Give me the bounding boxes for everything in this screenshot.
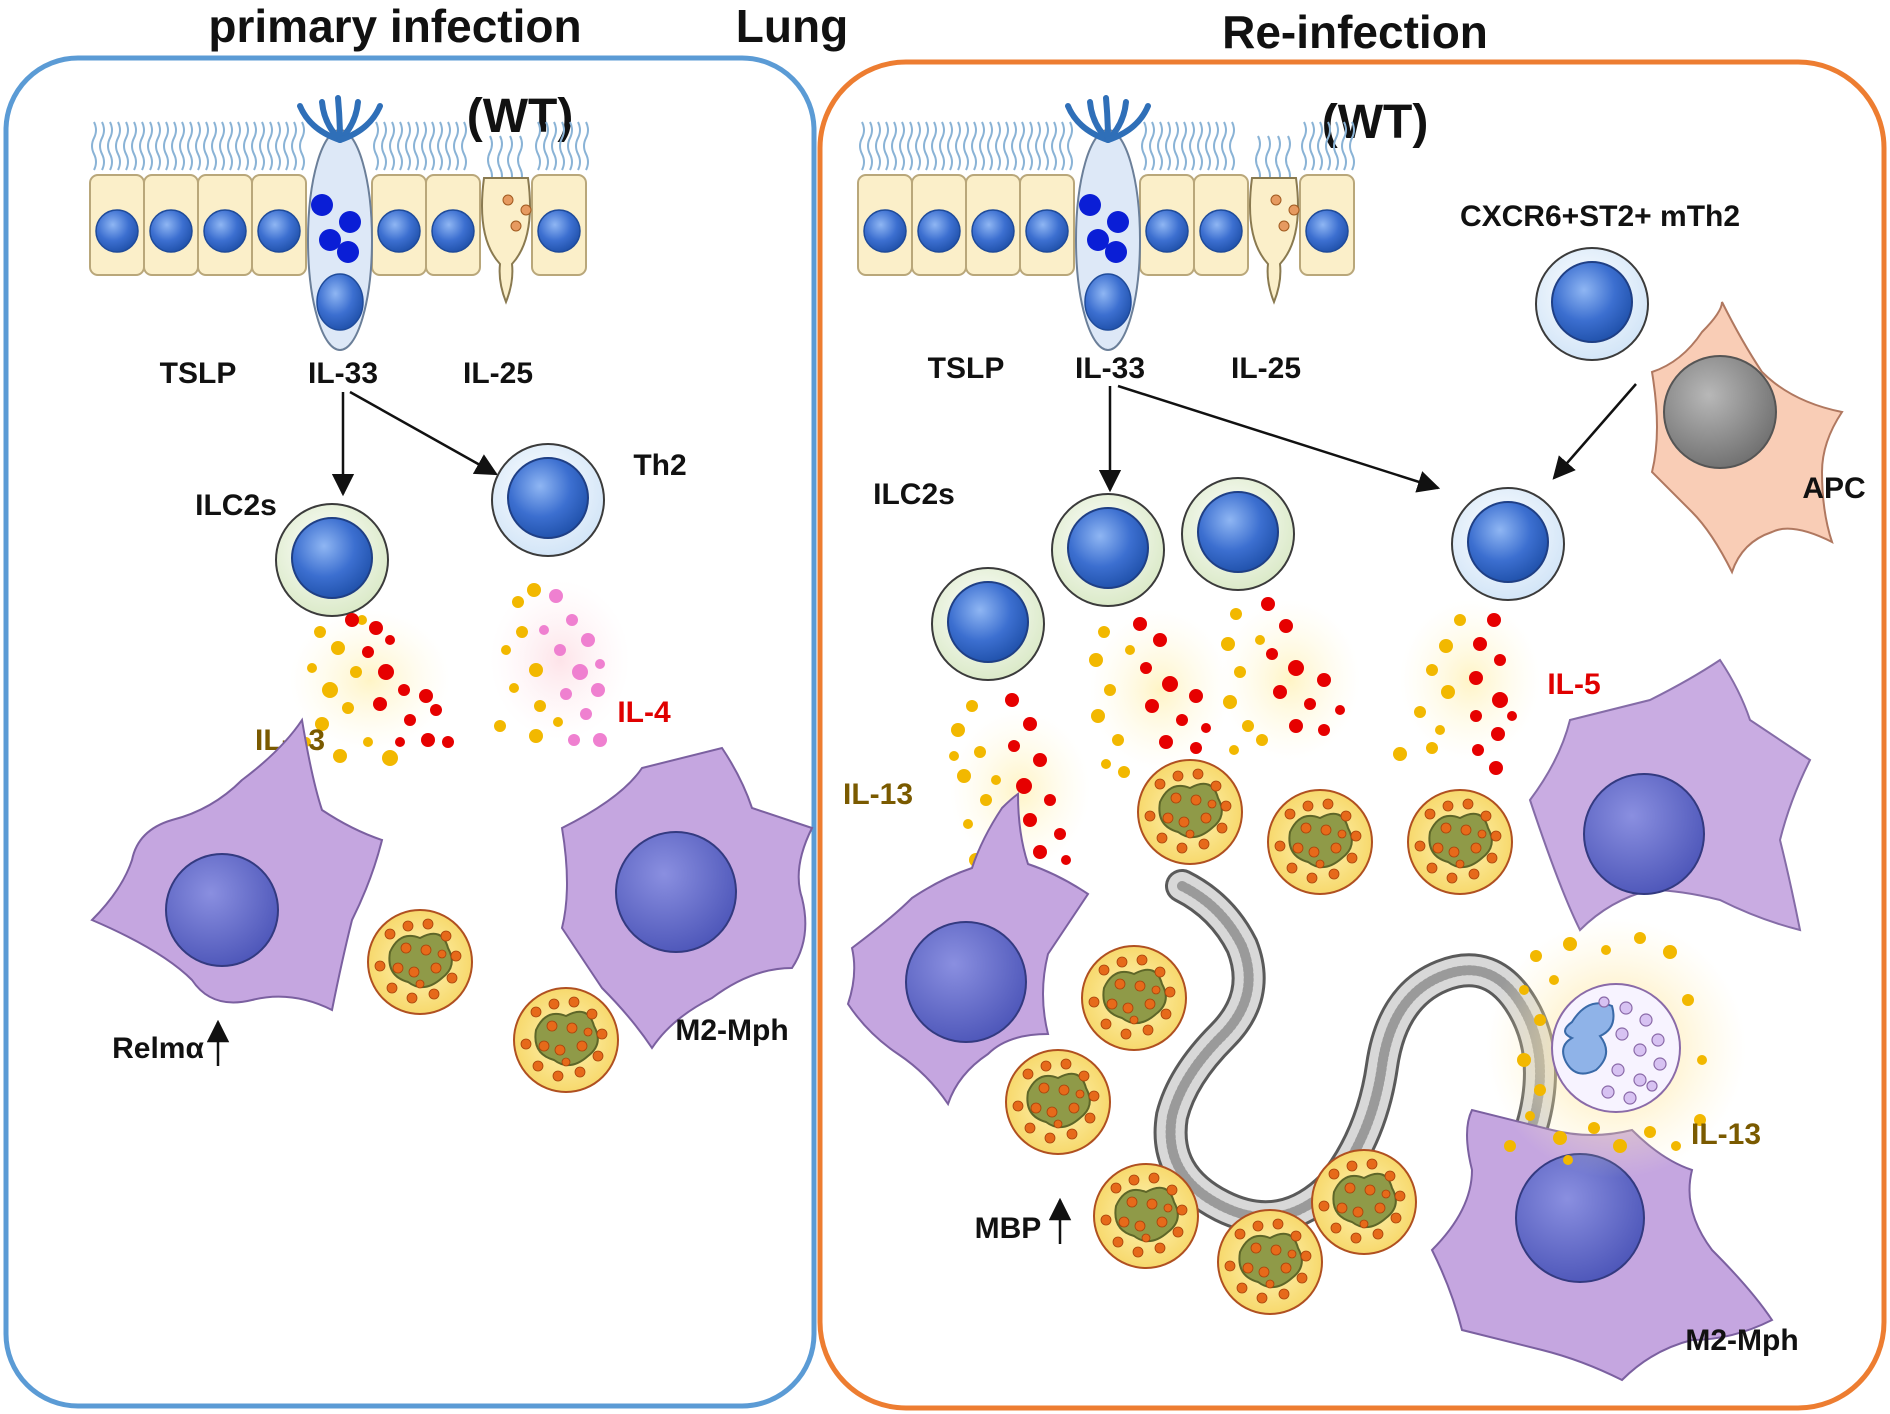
left-label-il4: IL-4 [617, 696, 671, 729]
right-label-m2mph: M2-Mph [1685, 1324, 1798, 1357]
right-ilc2-cell-2 [1181, 477, 1295, 591]
left-eosinophil-2 [513, 987, 619, 1093]
title-primary-infection: primary infection [208, 0, 581, 52]
right-label-il13-left: IL-13 [843, 778, 913, 811]
right-eosinophil-4 [1081, 945, 1187, 1051]
right-label-mbp: MBP [975, 1212, 1042, 1245]
title-re-infection: Re-infection [1222, 6, 1488, 58]
right-macrophage-top [1528, 658, 1812, 932]
arrow-apc-to-mth2 [1552, 383, 1637, 480]
right-apc-cell [1650, 301, 1844, 575]
left-macrophage-relma [90, 717, 384, 1012]
right-label-tslp: TSLP [928, 352, 1005, 385]
title-lung: Lung [736, 0, 848, 52]
tuft-cell [481, 177, 531, 305]
right-eosinophil-3 [1407, 789, 1513, 895]
arrow-il33-to-th2 [349, 390, 498, 476]
right-label-mth2: CXCR6+ST2+ mTh2 [1460, 200, 1740, 233]
right-label-il25: IL-25 [1231, 352, 1301, 385]
arrow-il33-to-mth2-right [1117, 384, 1441, 493]
right-basophil [1486, 918, 1746, 1178]
right-macrophage-left [846, 792, 1090, 1107]
right-ilc2-cell-3 [931, 567, 1045, 681]
right-eosinophil-8 [1311, 1149, 1417, 1255]
right-eosinophil-7 [1217, 1209, 1323, 1315]
left-eosinophil-1 [367, 909, 473, 1015]
left-label-tslp: TSLP [160, 357, 237, 390]
right-eosinophil-1 [1137, 759, 1243, 865]
left-label-il33: IL-33 [308, 357, 378, 390]
right-eosinophil-5 [1005, 1049, 1111, 1155]
left-th2-cytokines [490, 580, 630, 747]
left-epithelium [89, 95, 587, 351]
right-ilc2-cell-1 [1051, 493, 1165, 607]
left-label-relma: Relmα [112, 1032, 204, 1065]
left-label-m2mph: M2-Mph [675, 1014, 788, 1047]
right-label-il5: IL-5 [1547, 668, 1600, 701]
left-th2-cell [491, 443, 605, 557]
right-tuft-cell [1249, 177, 1299, 305]
right-macrophage-bottom [1430, 1108, 1774, 1382]
re-infection-panel [817, 59, 1887, 1411]
right-mth2-cell [1535, 247, 1649, 361]
left-label-il25: IL-25 [463, 357, 533, 390]
right-eosinophil-2 [1267, 789, 1373, 895]
right-condition-label: (WT) [1322, 96, 1429, 149]
right-eosinophil-6 [1093, 1163, 1199, 1269]
right-cytokines [949, 597, 1540, 870]
right-epithelium [857, 95, 1355, 351]
right-label-apc: APC [1802, 472, 1865, 505]
right-th2-cell [1451, 487, 1565, 601]
right-label-il33: IL-33 [1075, 352, 1145, 385]
left-ilc2-cytokines [290, 610, 454, 766]
right-label-ilc2s: ILC2s [873, 478, 955, 511]
left-macrophage-m2 [560, 746, 814, 1050]
primary-infection-panel [3, 55, 817, 1409]
left-label-ilc2s: ILC2s [195, 489, 277, 522]
left-ilc2-cell [275, 503, 389, 617]
right-label-il13-right: IL-13 [1691, 1118, 1761, 1151]
left-condition-label: (WT) [467, 90, 574, 143]
left-label-th2: Th2 [633, 449, 686, 482]
